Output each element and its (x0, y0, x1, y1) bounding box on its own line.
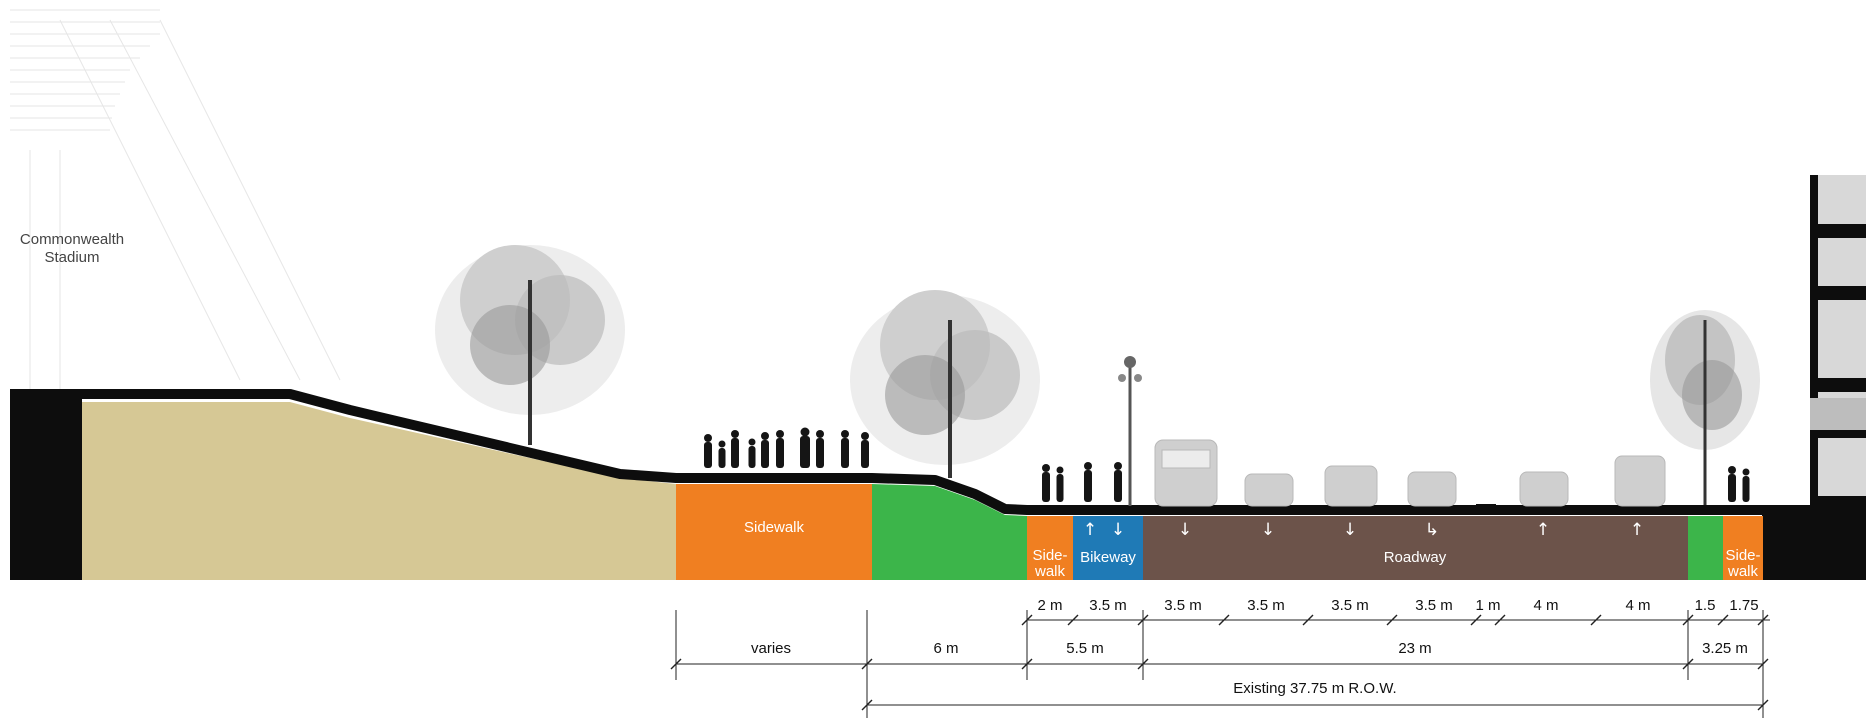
vehicles (1154, 439, 1666, 507)
dim-5-5m: 5.5 m (1066, 640, 1104, 657)
lane-arrow-6: ↑ (1630, 520, 1644, 540)
lane-arrow-turn: ↳ (1425, 520, 1439, 540)
dim-median-1m: 1 m (1475, 597, 1500, 614)
sidewalk-small-label-line2: walk (1034, 563, 1066, 580)
sidewalk-right-zone (1723, 516, 1763, 580)
lane-arrow-1: ↓ (1178, 520, 1192, 540)
berm-fill (82, 402, 676, 580)
tree-right (1650, 310, 1760, 505)
ground-base-right (1762, 508, 1866, 580)
street-lamp (1118, 356, 1142, 506)
bikeway-arrow-down: ↓ (1111, 520, 1125, 540)
car-1 (1244, 473, 1294, 507)
bikeway-zone (1073, 516, 1143, 580)
roadway-label: Roadway (1384, 549, 1447, 566)
sidewalk-main-zone (676, 484, 872, 580)
dim-23m: 23 m (1398, 640, 1431, 657)
dim-lane-1: 3.5 m (1164, 597, 1202, 614)
dim-3-25m: 3.25 m (1702, 640, 1748, 657)
bikeway-arrow-up: ↑ (1083, 520, 1097, 540)
sidewalk-right-label-line1: Side- (1725, 547, 1760, 564)
stadium-label-line1: Commonwealth (20, 231, 124, 248)
lane-arrow-2: ↓ (1261, 520, 1275, 540)
right-boulevard-zone (1688, 516, 1723, 580)
sidewalk-small-zone (1027, 516, 1073, 580)
dim-sidewalk-1-75: 1.75 (1729, 597, 1758, 614)
dim-lane-3: 3.5 m (1331, 597, 1369, 614)
dim-lane-4: 3.5 m (1415, 597, 1453, 614)
tree-left-slope (435, 245, 625, 445)
dimension-row-2 (670, 610, 1769, 718)
building-facade (1810, 175, 1866, 510)
lane-arrow-3: ↓ (1343, 520, 1357, 540)
car-4 (1519, 471, 1569, 507)
tree-middle (850, 290, 1040, 478)
car-3 (1407, 471, 1457, 507)
ground-base-left (10, 392, 82, 580)
people-group-small-sidewalk (1042, 462, 1122, 502)
dim-sidewalk-2m: 2 m (1037, 597, 1062, 614)
roadway-zone (1143, 516, 1688, 580)
sidewalk-right-label-line2: walk (1727, 563, 1759, 580)
dim-bikeway-3-5m: 3.5 m (1089, 597, 1127, 614)
sidewalk-main-label: Sidewalk (744, 519, 805, 536)
car-2 (1324, 465, 1378, 507)
dimension-row-1 (1021, 610, 1770, 718)
dim-existing-row: Existing 37.75 m R.O.W. (1233, 680, 1396, 697)
dim-boulevard-1-5: 1.5 (1695, 597, 1716, 614)
people-group-main-sidewalk (704, 427, 869, 468)
dimension-row-3 (861, 699, 1769, 711)
ground-profile-line (10, 389, 1830, 515)
dim-varies: varies (751, 640, 791, 657)
median-curb (1476, 504, 1496, 510)
dim-lane-2: 3.5 m (1247, 597, 1285, 614)
dim-lane-5: 4 m (1533, 597, 1558, 614)
bikeway-label: Bikeway (1080, 549, 1136, 566)
people-group-right-sidewalk (1728, 466, 1750, 502)
van-1 (1614, 455, 1666, 507)
planting-strip-zone (872, 484, 1027, 580)
dim-6m: 6 m (933, 640, 958, 657)
stadium-sketch (10, 9, 341, 390)
sidewalk-small-label-line1: Side- (1032, 547, 1067, 564)
dim-lane-6: 4 m (1625, 597, 1650, 614)
lane-arrow-5: ↑ (1536, 520, 1550, 540)
stadium-label-line2: Stadium (44, 249, 99, 266)
